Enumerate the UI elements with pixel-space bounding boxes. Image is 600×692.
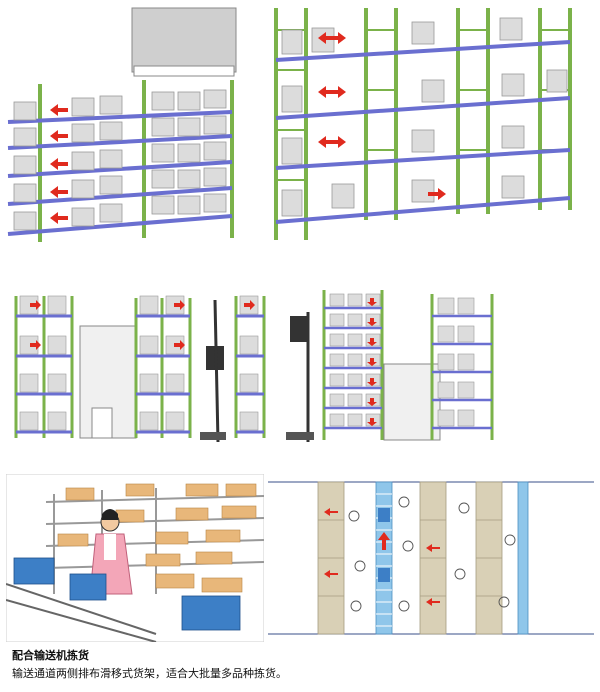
conveyor-aisle-top-view xyxy=(268,474,594,642)
flow-rack-aisle-diagram-right xyxy=(282,276,600,446)
worker-icon xyxy=(348,496,516,612)
double-arrow-icon xyxy=(318,32,346,148)
left-arrow-icon xyxy=(50,104,68,224)
down-arrow-icon xyxy=(367,298,377,426)
right-arrow-icon xyxy=(428,188,446,200)
flow-rack-diagram-front xyxy=(0,0,262,250)
forklift-icon xyxy=(286,312,314,442)
caption-description: 输送通道两侧排布滑移式货架，适合大批量多品种拣货。 xyxy=(12,667,287,680)
forklift-icon xyxy=(200,299,226,443)
flow-rack-diagram-tall xyxy=(262,0,600,250)
picking-illustration xyxy=(6,474,264,642)
worker-icon xyxy=(89,509,133,595)
caption-title: 配合输送机拣货 xyxy=(12,649,89,662)
left-arrow-icon xyxy=(324,508,440,606)
flow-rack-aisle-diagram-left xyxy=(0,276,282,446)
up-arrow-icon xyxy=(378,532,390,550)
right-arrow-icon xyxy=(30,300,255,350)
